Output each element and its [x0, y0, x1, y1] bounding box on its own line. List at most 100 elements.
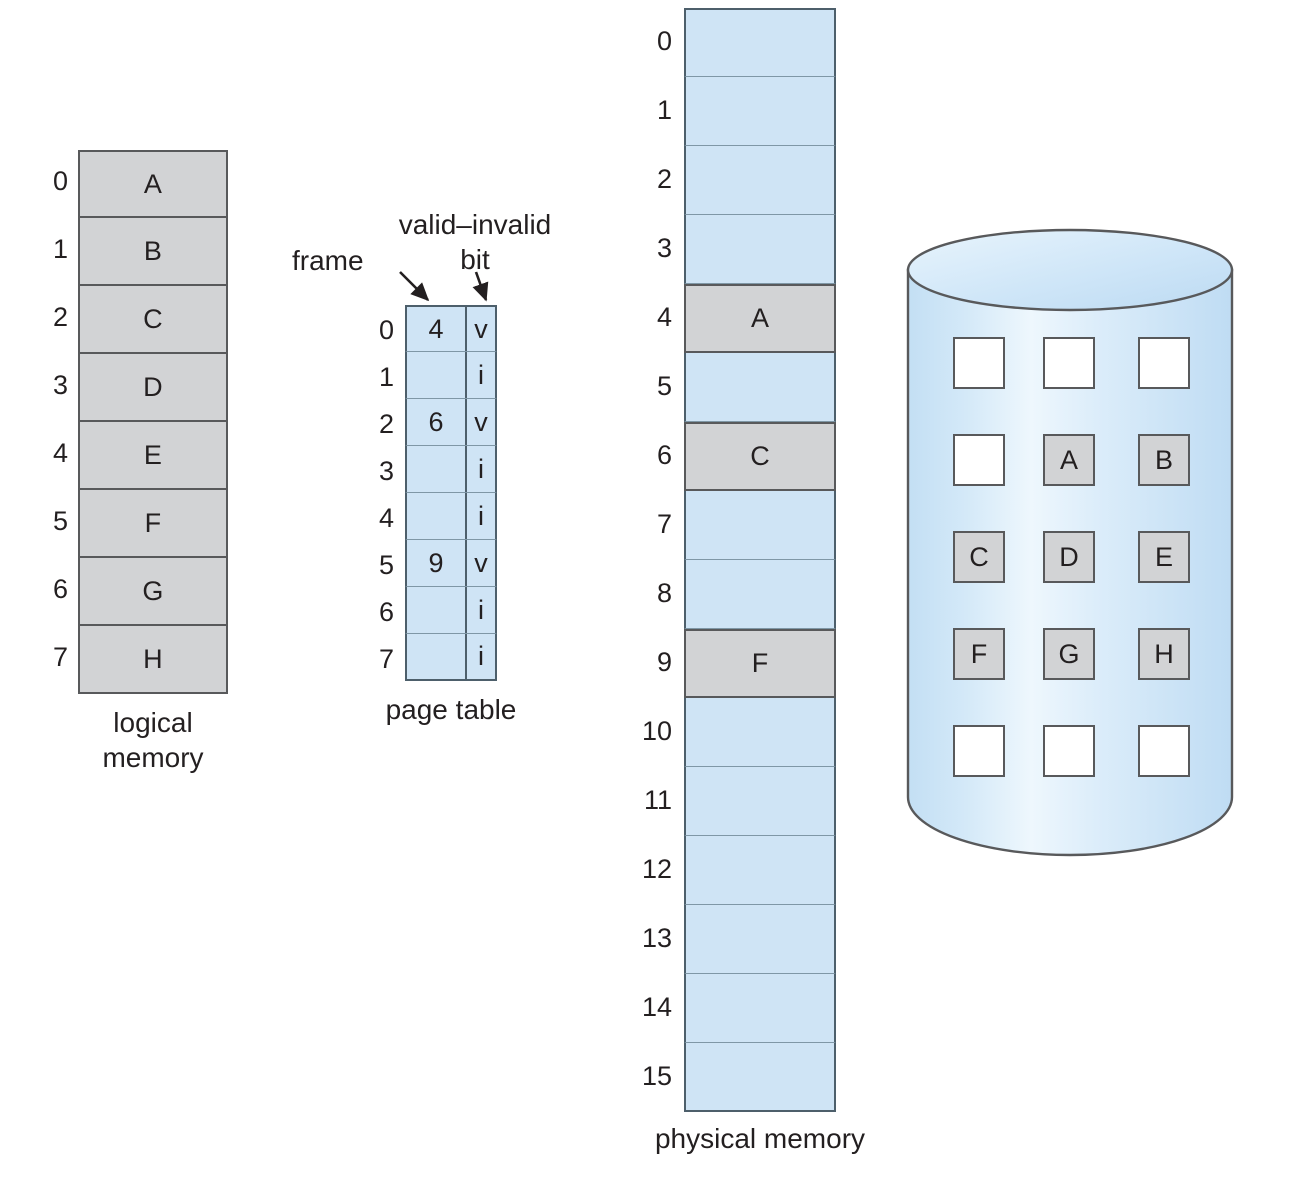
physical-memory-value: C [750, 441, 770, 471]
physical-memory-index: 7 [656, 509, 672, 539]
logical-memory-row: D [78, 354, 228, 422]
logical-memory-index: 3 [52, 370, 68, 400]
physical-memory-row [684, 698, 836, 767]
page-table-row: i [405, 587, 497, 634]
logical-memory-value: G [142, 575, 164, 606]
logical-memory-value: C [143, 303, 163, 334]
physical-memory-row [684, 353, 836, 422]
physical-memory-row [684, 77, 836, 146]
page-table-index: 4 [378, 503, 394, 533]
physical-memory-index: 15 [641, 1061, 672, 1091]
page-table-bit: i [478, 359, 484, 390]
logical-memory-value: H [143, 643, 163, 674]
logical-memory-row: G [78, 558, 228, 626]
physical-memory-row: F [684, 629, 836, 698]
physical-memory-row [684, 1043, 836, 1112]
page-table-row: 9 v [405, 540, 497, 587]
physical-memory-caption: physical memory [654, 1123, 866, 1154]
page-table-row: i [405, 352, 497, 399]
physical-memory-index: 0 [656, 26, 672, 56]
page-table-bit: i [478, 641, 484, 671]
disk-cell [953, 337, 1005, 389]
logical-memory-row: H [78, 626, 228, 694]
disk-cell: C [953, 531, 1005, 583]
physical-memory-index: 10 [641, 716, 672, 746]
frame-column-label: frame [292, 245, 364, 276]
disk-cell: D [1043, 531, 1095, 583]
page-table-frame [407, 446, 467, 492]
physical-memory-row [684, 974, 836, 1043]
annotation-arrows [399, 271, 489, 302]
page-table-index: 7 [378, 644, 394, 674]
disk-cell: B [1138, 434, 1190, 486]
physical-memory-row [684, 491, 836, 560]
page-table-row: 6 v [405, 399, 497, 446]
logical-memory-row: A [78, 150, 228, 218]
page-table-index: 0 [378, 315, 394, 345]
disk-cell [1138, 725, 1190, 777]
page-table-bit: i [478, 453, 484, 484]
disk-cell: H [1138, 628, 1190, 680]
valid-bit-arrow-icon [472, 271, 489, 302]
logical-memory-index: 1 [52, 234, 68, 264]
physical-memory-row: A [684, 284, 836, 353]
physical-memory-index: 14 [641, 992, 672, 1022]
physical-memory-index: 2 [656, 164, 672, 194]
logical-memory-value: A [143, 168, 163, 199]
page-table-index: 1 [378, 362, 394, 392]
page-table-index: 2 [378, 409, 394, 439]
physical-memory-row [684, 146, 836, 215]
physical-memory-index: 13 [641, 923, 672, 953]
page-table-index: 6 [378, 597, 394, 627]
disk-cell: E [1138, 531, 1190, 583]
disk-cell: G [1043, 628, 1095, 680]
logical-memory-index: 2 [52, 302, 68, 332]
physical-memory-value: F [751, 648, 769, 678]
logical-memory-value: B [143, 235, 163, 266]
page-table-caption: page table [385, 694, 517, 725]
logical-memory-index: 0 [52, 166, 68, 196]
physical-memory-row [684, 767, 836, 836]
disk-cell [953, 434, 1005, 486]
page-table-frame [407, 352, 467, 398]
logical-memory-value: F [144, 507, 162, 538]
page-table-row: 4 v [405, 305, 497, 352]
logical-memory-value: D [143, 371, 163, 402]
page-table-row: i [405, 493, 497, 540]
disk-cell [1043, 337, 1095, 389]
logical-memory-caption: logical memory [102, 707, 204, 773]
page-table-row: i [405, 446, 497, 493]
page-table-bit: v [474, 406, 488, 437]
page-table-index: 5 [378, 550, 394, 580]
physical-memory-index: 6 [656, 440, 672, 470]
physical-memory-index: 4 [656, 302, 672, 332]
page-table-frame: 9 [407, 540, 467, 586]
page-table-row: i [405, 634, 497, 681]
page-table: 4 v i 6 v i i 9 v i i [405, 305, 497, 681]
frame-arrow-icon [399, 271, 430, 302]
physical-memory-row [684, 905, 836, 974]
page-table-frame [407, 493, 467, 539]
physical-memory-index: 9 [656, 647, 672, 677]
disk-cell [953, 725, 1005, 777]
logical-memory-index: 4 [52, 438, 68, 468]
logical-memory-row: B [78, 218, 228, 286]
page-table-frame [407, 634, 467, 679]
page-table-frame: 6 [407, 399, 467, 445]
logical-memory-index: 5 [52, 506, 68, 536]
page-table-bit: i [478, 500, 484, 531]
logical-memory-index: 7 [52, 642, 68, 672]
page-table-bit: v [474, 547, 488, 578]
disk-cell [1138, 337, 1190, 389]
physical-memory-row [684, 560, 836, 629]
physical-memory-row [684, 215, 836, 284]
disk-cell: F [953, 628, 1005, 680]
disk-cell [1043, 725, 1095, 777]
physical-memory-table: A C F [684, 8, 836, 1112]
physical-memory-row [684, 836, 836, 905]
physical-memory-index: 11 [643, 785, 672, 815]
logical-memory-row: E [78, 422, 228, 490]
page-table-bit: i [478, 594, 484, 625]
page-table-frame [407, 587, 467, 633]
